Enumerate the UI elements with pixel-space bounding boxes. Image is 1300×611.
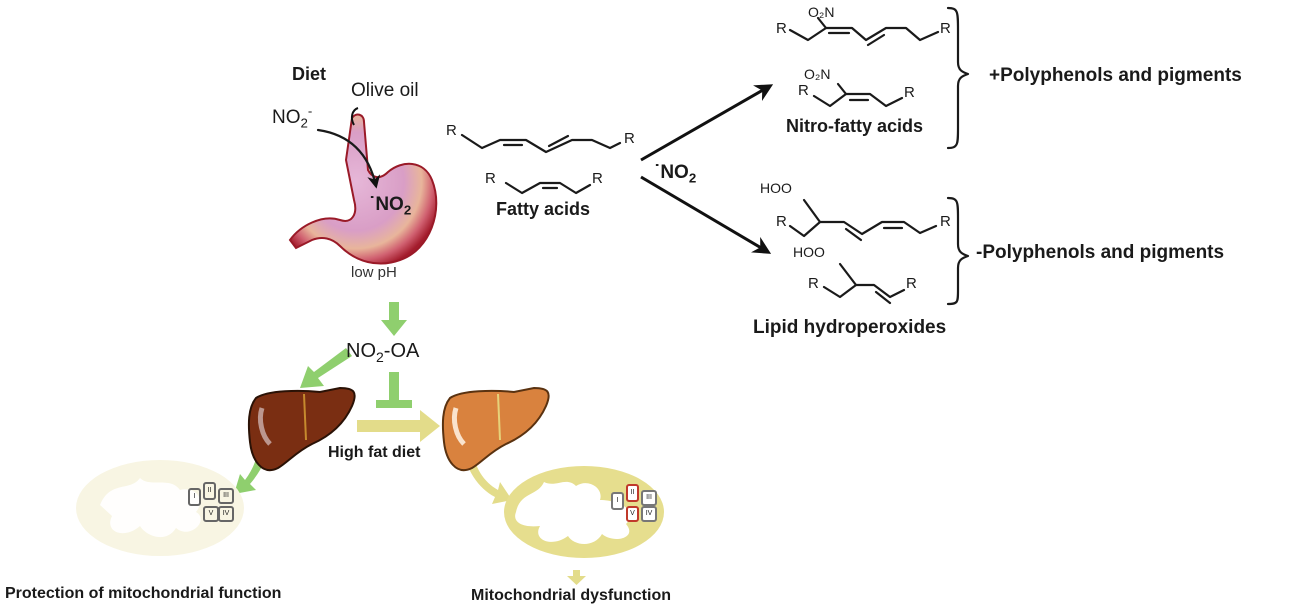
complex-ii: II [203,482,216,500]
healthy-liver-icon [247,386,356,471]
r-group: R [446,122,457,139]
nitrite-conversion-arrow [316,128,381,189]
no2-oa-subscript: 2 [376,348,384,365]
hydroperoxy-substituent: HOO [793,244,825,260]
complex-iii: III [218,488,234,504]
hydroperoxide-structures [788,196,970,306]
healthy-mitochondrion [76,460,244,556]
r-group: R [776,20,787,37]
nitro-substituent: O₂N [808,4,835,20]
inhibition-bar [376,372,412,408]
r-group: R [592,170,603,187]
hydroperoxy-substituent: HOO [760,180,792,196]
diet-label: Diet [292,64,327,84]
nitrite-base: NO [272,107,301,128]
r-group: R [940,213,951,230]
nitro-bracket [946,6,970,150]
arrow-to-dysfunction [567,570,586,585]
olive-oil-label: Olive oil [351,80,419,101]
r-group: R [904,84,915,101]
complex-v-impaired: V [626,506,639,522]
nitration-arrow [640,84,774,162]
down-arrow-to-no2oa [381,302,407,336]
complex-v: V [203,506,219,522]
reagent-subscript: 2 [688,170,697,186]
minus-polyphenols-label: -Polyphenols and pigments [976,242,1225,263]
nitro-fatty-acid-structures [788,6,970,150]
stomach-icon [288,113,438,265]
complex-i: I [611,492,624,510]
r-group: R [906,275,917,292]
dysfunction-label: Mitochondrial dysfunction [471,587,671,604]
nitrite-subscript: 2 [300,115,308,131]
r-group: R [624,130,635,147]
nitrite-charge: - [307,103,313,119]
radical-subscript: 2 [403,202,412,218]
arrow-to-healthy-liver [300,348,352,388]
r-group: R [808,275,819,292]
complex-i: I [188,488,201,506]
lipid-hydroperoxides-label: Lipid hydroperoxides [753,317,947,338]
protection-label: Protection of mitochondrial function [5,585,282,602]
peroxide-bracket [946,196,970,306]
complex-ii-impaired: II [626,484,639,502]
r-group: R [940,20,951,37]
radical-dot: ˙ [369,194,376,215]
olive-oil-pointer [350,107,359,126]
reagent-dot: ˙ [654,162,661,183]
radical-base: NO [375,194,404,215]
peroxidation-arrow [640,175,772,254]
r-group: R [798,82,809,99]
high-fat-arrow [357,410,440,442]
nitro-fatty-acids-label: Nitro-fatty acids [786,116,924,136]
low-ph-label: low pH [351,264,397,281]
stomach-radical-label: ˙NO2 [369,194,412,218]
reagent-base: NO [660,162,689,183]
fatty-acids-label: Fatty acids [496,199,591,219]
r-group: R [485,170,496,187]
impaired-complexes: I II III V IV [611,484,671,530]
no2-oa-base: NO [346,340,376,362]
complex-iii: III [641,490,657,506]
high-fat-diet-label: High fat diet [328,444,421,461]
no2-oa-suffix: -OA [383,340,420,362]
r-group: R [776,213,787,230]
plus-polyphenols-label: +Polyphenols and pigments [989,65,1242,86]
complex-iv: IV [218,506,234,522]
reagent-label: ˙NO2 [654,162,697,186]
dysfunctional-mitochondrion [504,466,664,558]
stomach-illustration [288,107,438,265]
healthy-complexes: I II III V IV [188,480,248,526]
nitrite-label: NO2- [272,103,313,131]
nitro-substituent: O₂N [804,66,831,82]
fatty-liver-icon [441,386,550,471]
fatty-acid-structures [460,133,622,195]
complex-iv: IV [641,506,657,522]
no2-oa-label: NO2-OA [346,340,420,365]
